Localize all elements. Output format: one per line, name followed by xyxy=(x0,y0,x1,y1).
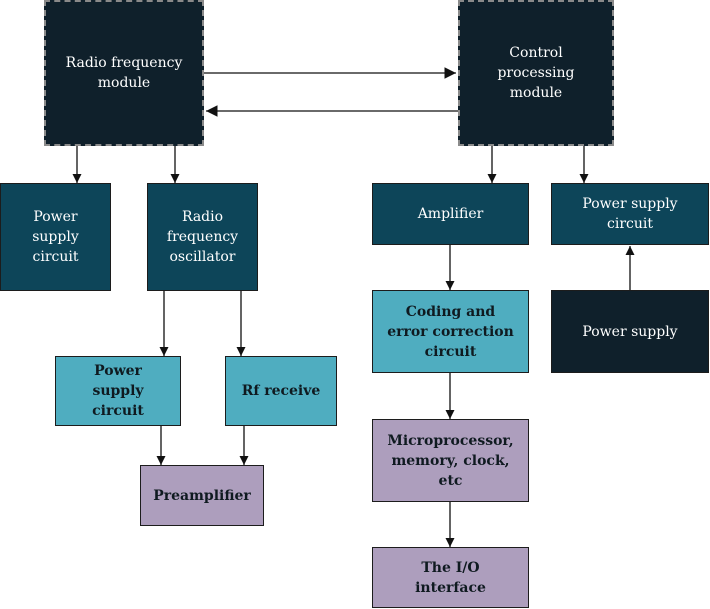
microprocessor-box: Microprocessor, memory, clock, etc xyxy=(372,419,529,502)
microprocessor-label: Microprocessor, memory, clock, etc xyxy=(387,432,514,489)
rf-receive-label: Rf receive xyxy=(241,383,321,399)
io-interface-label: The I/O interface xyxy=(415,559,486,596)
power-supply-circuit-left-box: Power supply circuit xyxy=(0,183,111,291)
io-interface-box: The I/O interface xyxy=(372,547,529,608)
power-supply-circuit-left-label: Power supply circuit xyxy=(32,209,79,265)
rf-receive-box: Rf receive xyxy=(225,356,337,426)
rf-oscillator-label: Radio frequency oscillator xyxy=(166,209,239,265)
power-supply-label: Power supply xyxy=(582,323,678,340)
coding-error-correction-box: Coding and error correction circuit xyxy=(372,290,529,373)
preamplifier-box: Preamplifier xyxy=(140,465,264,526)
control-module-label: Control processing module xyxy=(497,45,575,101)
power-supply-circuit-right-label: Power supply circuit xyxy=(582,196,678,232)
preamplifier-label: Preamplifier xyxy=(153,487,251,504)
coding-error-correction-label: Coding and error correction circuit xyxy=(387,303,514,360)
power-supply-circuit-mid-label: Power supply circuit xyxy=(92,363,144,419)
control-module-box: Control processing module xyxy=(458,0,614,146)
rf-oscillator-box: Radio frequency oscillator xyxy=(147,183,258,291)
rf-module-box: Radio frequency module xyxy=(44,0,204,146)
power-supply-circuit-right-box: Power supply circuit xyxy=(551,183,709,245)
rf-module-label: Radio frequency module xyxy=(65,55,183,91)
power-supply-box: Power supply xyxy=(551,290,709,373)
amplifier-label: Amplifier xyxy=(417,206,484,222)
power-supply-circuit-mid-box: Power supply circuit xyxy=(55,356,181,426)
amplifier-box: Amplifier xyxy=(372,183,529,245)
